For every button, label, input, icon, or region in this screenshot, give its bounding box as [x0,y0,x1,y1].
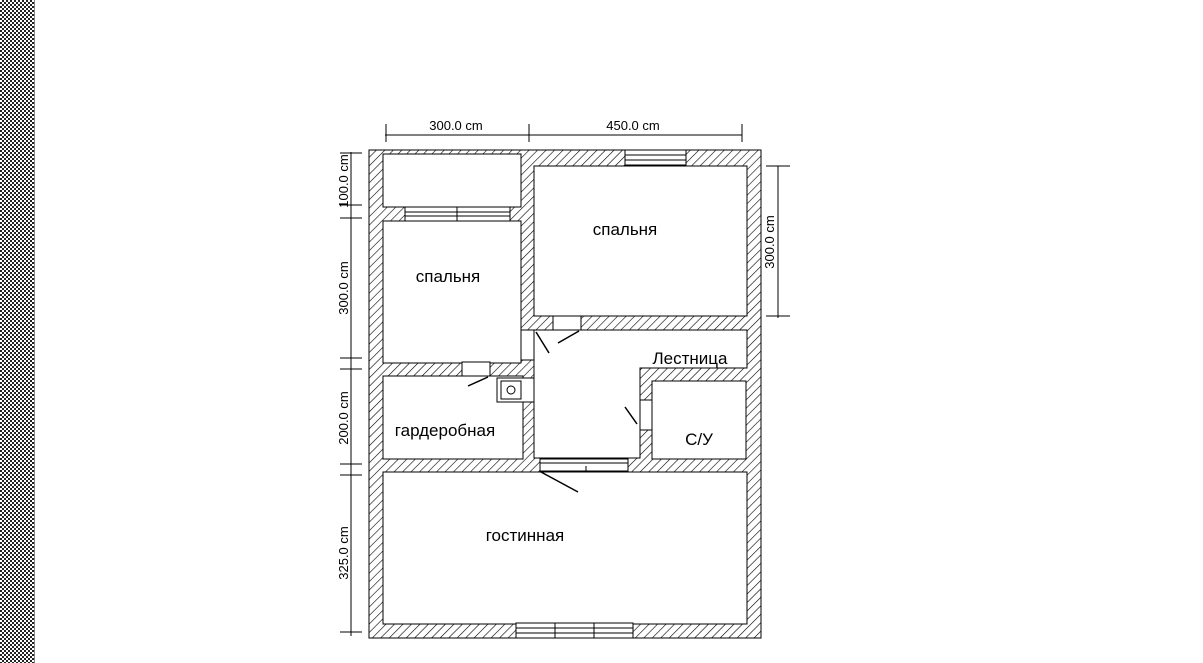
ruler-strip [0,0,35,663]
doors [461,315,653,493]
door-wardrobe [461,361,491,387]
door-left-bedroom [520,329,550,361]
door-living-room [539,458,629,493]
dim-right-1: 300.0 cm [762,215,777,268]
room-label-bedroom-left: спальня [416,267,481,286]
door-right-bedroom [552,315,582,344]
window-top-right [624,149,687,166]
dimension-lines [340,124,790,636]
room-label-living-room: гостинная [486,526,565,545]
room-label-bathroom: С/У [685,430,713,449]
dim-left-1: 100.0 cm [336,154,351,207]
windows [404,149,687,639]
window-bottom [515,622,634,639]
stove-unit [496,377,535,403]
door-bathroom [624,399,653,431]
window-inner-left [404,206,511,222]
dim-left-3: 200.0 cm [336,391,351,444]
room-label-staircase: Лестница [653,349,729,368]
dim-left-4: 325.0 cm [336,526,351,579]
room-label-wardrobe: гардеробная [395,421,495,440]
dim-top-right: 450.0 cm [606,118,659,133]
room-label-bedroom-right: спальня [593,220,658,239]
dim-left-2: 300.0 cm [336,261,351,314]
walls [368,149,762,639]
dim-top-left: 300.0 cm [429,118,482,133]
